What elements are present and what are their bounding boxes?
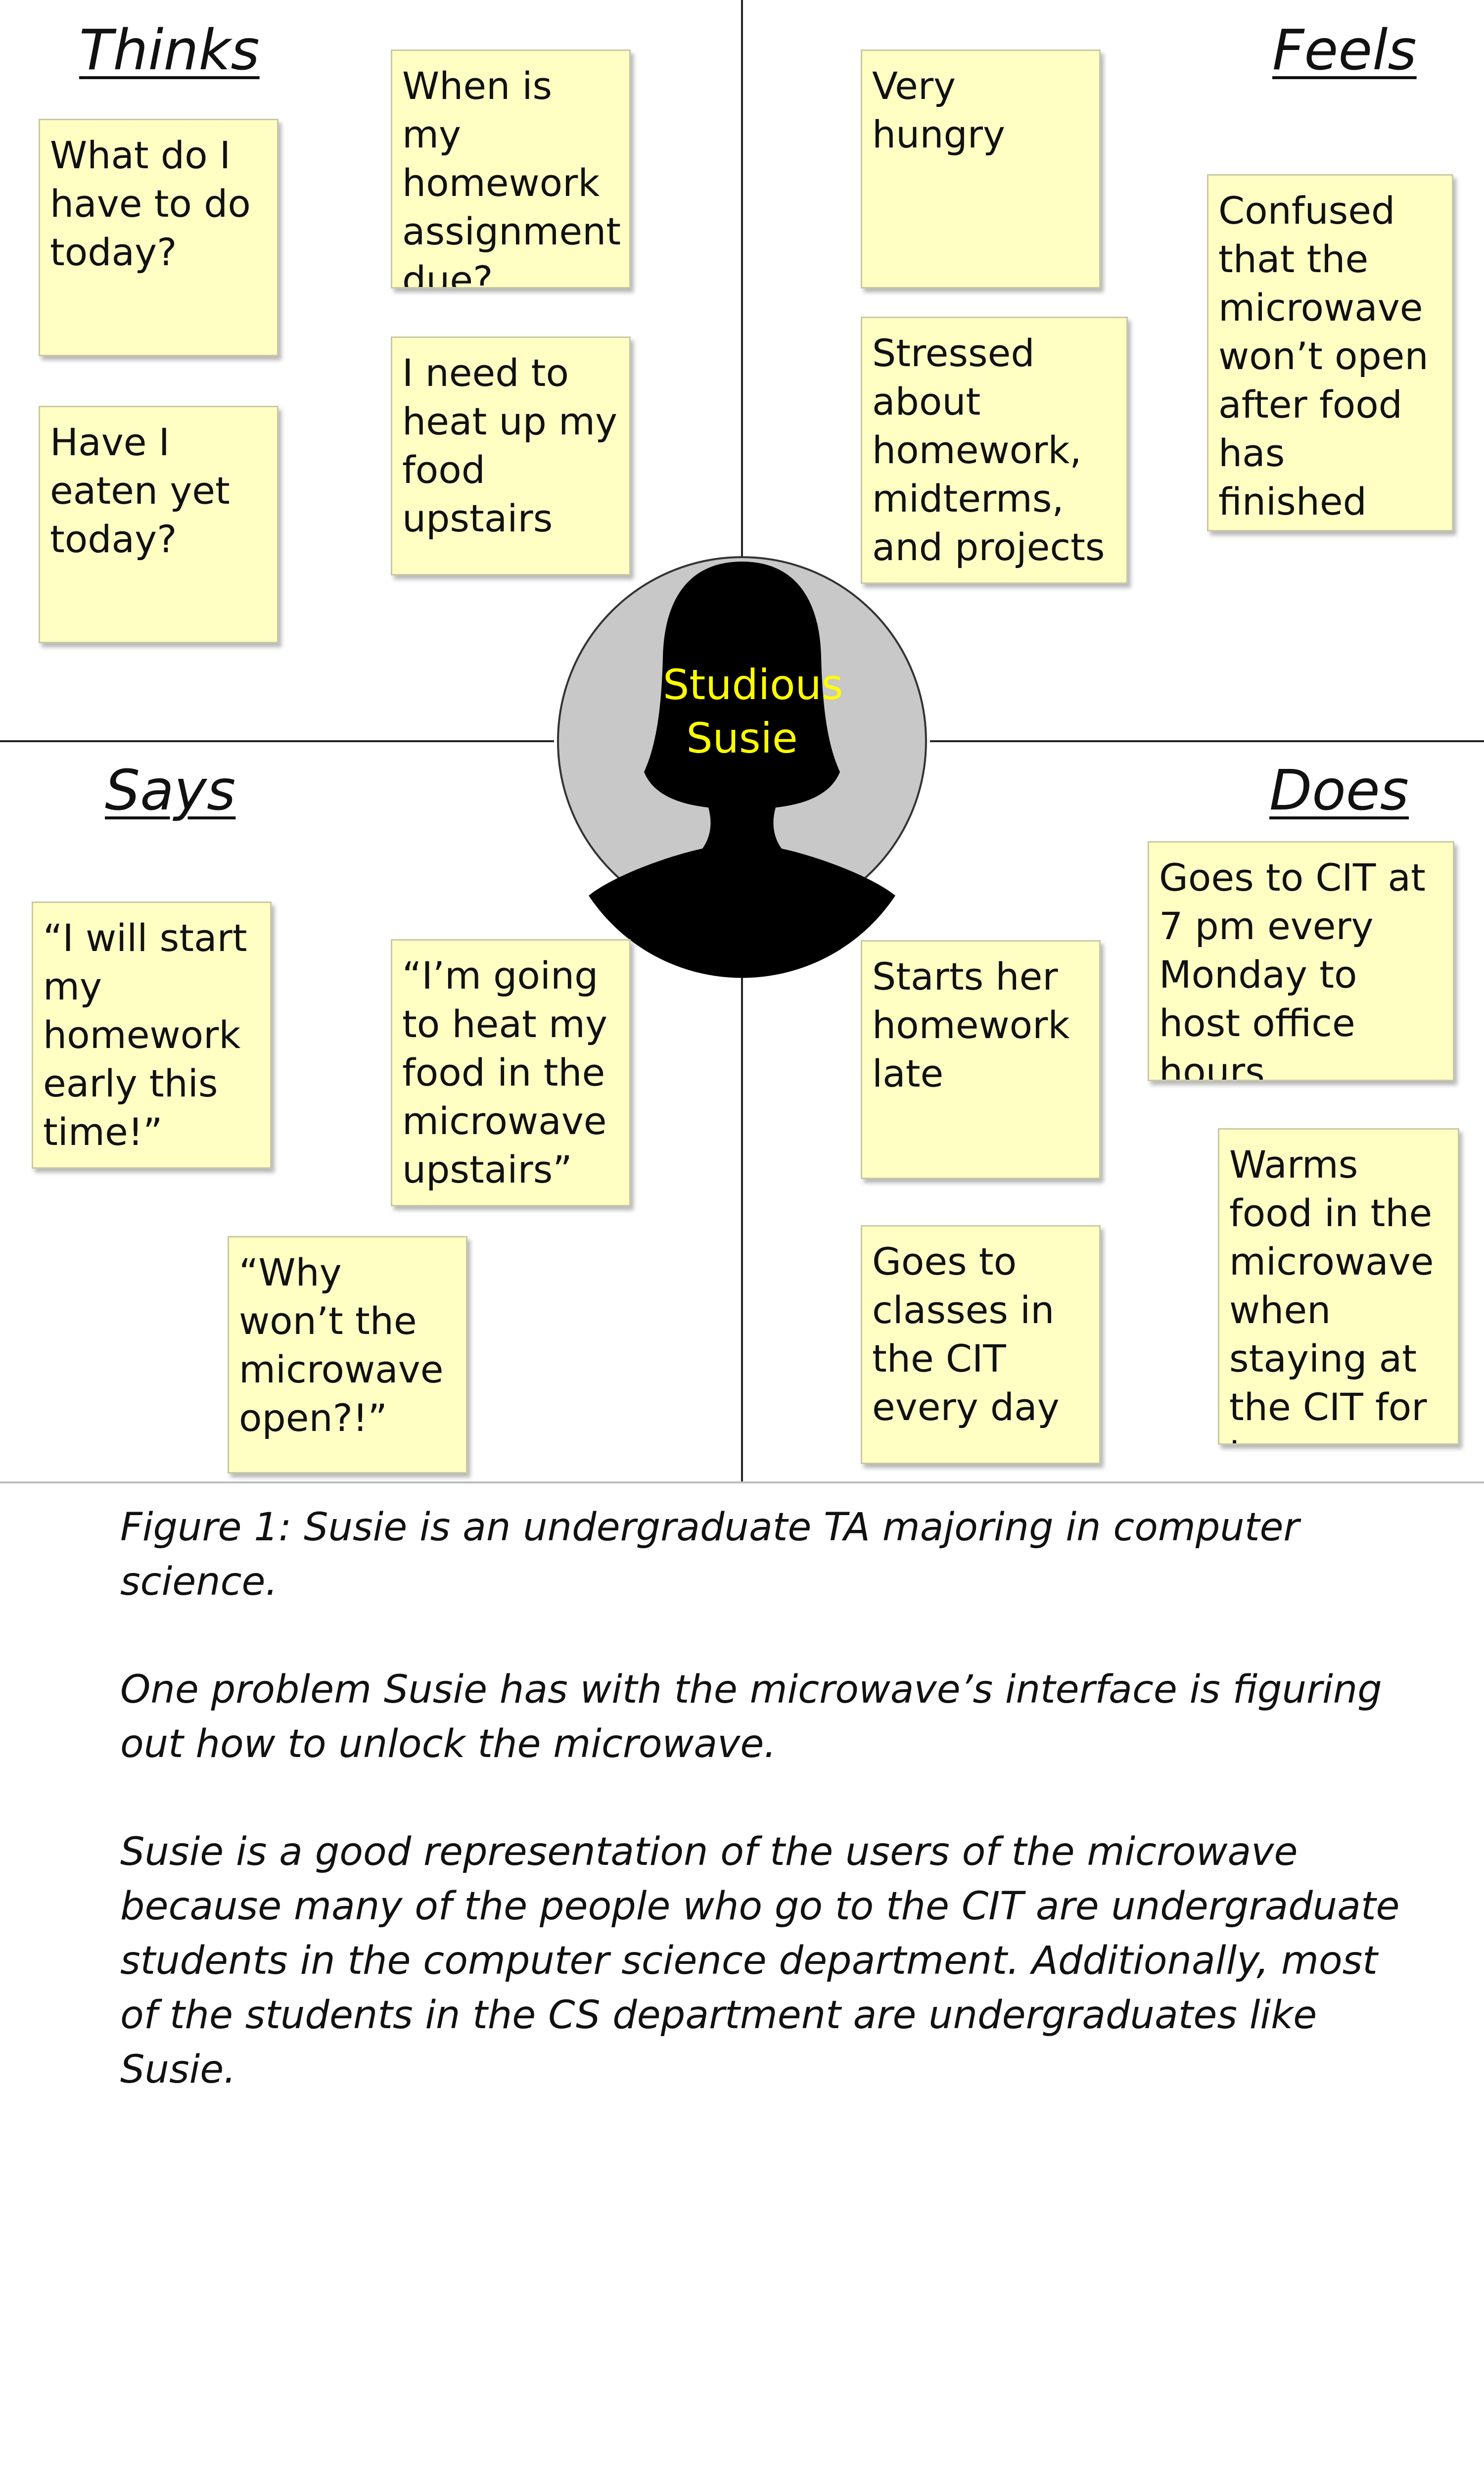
caption-paragraph: One problem Susie has with the microwave…	[120, 1663, 1416, 1771]
note-text: What do I have to do today?	[50, 131, 267, 277]
caption-paragraph: Susie is a good representation of the us…	[120, 1825, 1416, 2097]
note-text: Goes to classes in the CIT every day	[872, 1237, 1089, 1431]
sticky-note: What do I have to do today?	[39, 119, 278, 356]
sticky-note: Goes to classes in the CIT every day	[861, 1225, 1101, 1464]
note-text: “Why won’t the microwave open?!”	[239, 1248, 456, 1442]
says-title: Says	[105, 763, 235, 818]
note-text: Confused that the microwave won’t open a…	[1218, 187, 1442, 531]
caption-paragraph: Figure 1: Susie is an undergraduate TA m…	[120, 1500, 1416, 1609]
sticky-note: “I will start my homework early this tim…	[32, 902, 272, 1169]
sticky-note: Confused that the microwave won’t open a…	[1207, 174, 1453, 531]
note-text: Warms food in the microwave when staying…	[1229, 1141, 1448, 1445]
note-text: Have I eaten yet today?	[50, 418, 267, 564]
does-title: Does	[1269, 763, 1409, 818]
note-text: I need to heat up my food upstairs	[402, 349, 619, 543]
thinks-title: Thinks	[79, 23, 260, 78]
sticky-note: Goes to CIT at 7 pm every Monday to host…	[1148, 841, 1454, 1081]
persona-name: Studious Susie	[663, 658, 821, 765]
note-text: Goes to CIT at 7 pm every Monday to host…	[1159, 854, 1443, 1081]
note-text: “I’m going to heat my food in the microw…	[402, 952, 619, 1194]
note-text: Starts her homework late	[872, 952, 1089, 1098]
note-text: Very hungry	[872, 62, 1089, 159]
figure-caption: Figure 1: Susie is an undergraduate TA m…	[120, 1500, 1416, 2150]
sticky-note: I need to heat up my food upstairs	[391, 336, 631, 575]
sticky-note: Have I eaten yet today?	[39, 406, 278, 643]
sticky-note: Starts her homework late	[861, 940, 1101, 1179]
sticky-note: When is my homework assignment due?	[391, 49, 631, 288]
sticky-note: Stressed about homework, midterms, and p…	[861, 317, 1128, 584]
note-text: “I will start my homework early this tim…	[43, 914, 260, 1156]
empathy-map: Studious Susie Thinks Feels Says Does Wh…	[0, 0, 1484, 1483]
sticky-note: “I’m going to heat my food in the microw…	[391, 939, 631, 1206]
sticky-note: “Why won’t the microwave open?!”	[228, 1236, 467, 1474]
note-text: Stressed about homework, midterms, and p…	[872, 329, 1116, 571]
feels-title: Feels	[1272, 23, 1417, 78]
sticky-note: Warms food in the microwave when staying…	[1218, 1128, 1459, 1445]
note-text: When is my homework assignment due?	[402, 62, 619, 288]
sticky-note: Very hungry	[861, 49, 1101, 288]
